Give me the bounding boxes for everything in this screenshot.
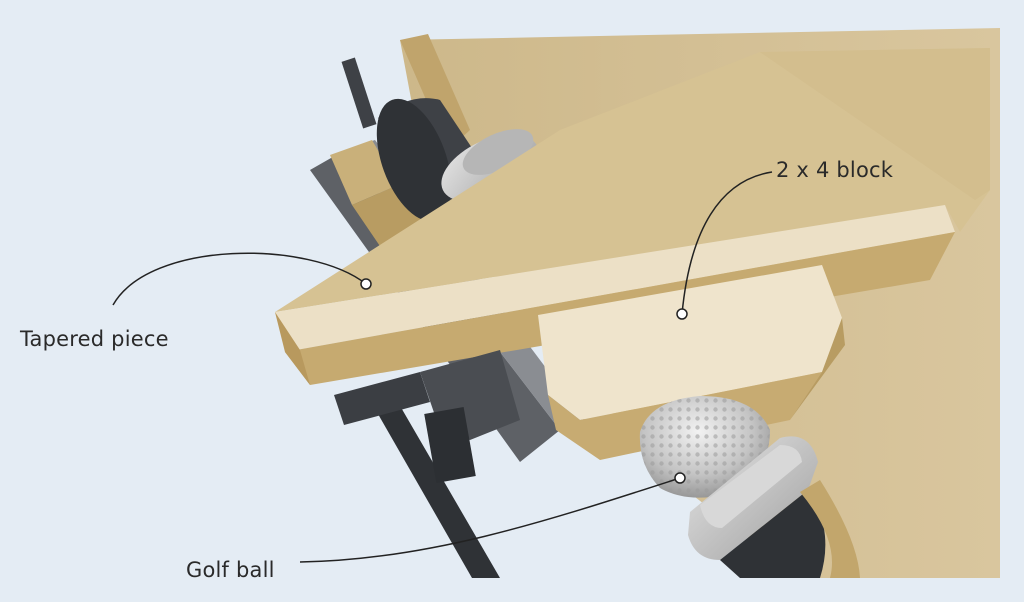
golf-ball	[639, 396, 770, 498]
lower-nut	[688, 436, 818, 560]
leader-block	[681, 171, 773, 315]
leader-golf	[299, 477, 681, 563]
lower-rod	[334, 350, 520, 578]
leader-tapered	[112, 252, 367, 306]
leader-lines	[112, 171, 773, 563]
lower-base	[720, 480, 860, 578]
dot-block	[676, 308, 688, 320]
label-tapered-piece: Tapered piece	[20, 327, 169, 351]
callout-dots	[360, 278, 688, 484]
dot-tapered	[360, 278, 372, 290]
tapered-piece	[275, 48, 990, 312]
label-golf-ball: Golf ball	[186, 558, 275, 582]
label-2x4-block: 2 x 4 block	[776, 158, 894, 182]
dot-golf	[674, 472, 686, 484]
